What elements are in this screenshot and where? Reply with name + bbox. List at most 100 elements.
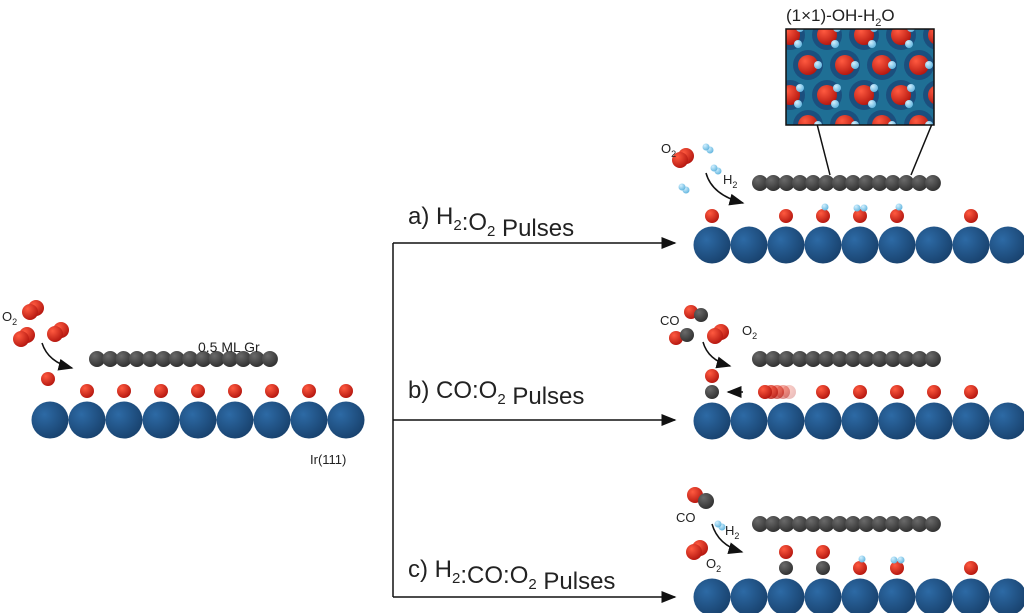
inset-frame [785,28,935,126]
iridium-atom [253,401,291,439]
iridium-atom [693,402,731,440]
o2-atom [686,544,702,560]
graphene-carbon-atom [831,351,848,367]
panel-c-h2-label: H2 [725,523,739,541]
co-oxygen [779,545,793,559]
co-oxygen [669,331,683,345]
hydroxyl-oxygen [853,561,867,575]
inset-oxygen [743,85,763,105]
graphene-carbon-atom [208,351,225,367]
inset-oxygen [946,0,966,15]
inset-hydrogen [794,100,802,108]
panel-a-h2-label: H2 [723,172,737,190]
inset-ring [738,20,768,50]
graphene-carbon-atom [898,351,915,367]
graphene-carbon-atom [752,351,768,367]
o2-atom [13,331,29,347]
iridium-atom [915,578,953,613]
adsorbed-oxygen [816,385,830,399]
inset-hydrogen [907,84,915,92]
diffusing-oxygen [758,385,772,399]
inset-oxygen [928,85,934,105]
inset-oh-h2o-structure [738,0,971,140]
inset-oxygen [854,29,874,45]
inset-hydrogen [814,61,822,69]
panel-b-co-label: CO [660,313,680,328]
iridium-atom [693,578,731,613]
hydroxyl-hydrogen [821,203,829,211]
iridium-atom [31,401,69,439]
graphene-carbon-atom [858,516,875,532]
graphene-carbon-atom [871,175,888,191]
iridium-atom [730,226,768,264]
inset-hydrogen [759,84,767,92]
iridium-atom [68,401,106,439]
inset-oxygen [786,85,800,105]
inset-hydrogen [833,84,841,92]
inset-hydrogen [888,61,896,69]
adsorbed-oxygen [890,385,904,399]
inset-hydrogen [925,1,933,9]
iridium-atom [730,402,768,440]
graphene-carbon-atom [89,351,105,367]
inset-ring [904,0,934,20]
graphene-carbon-atom [778,516,795,532]
graphene-carbon-atom [791,175,808,191]
inset-ring [941,110,971,140]
iridium-atom [142,401,180,439]
h2-atom [702,143,710,151]
inset-hydrogen [942,100,950,108]
graphene-carbon-atom [898,175,915,191]
graphene-carbon-atom [845,351,862,367]
inset-hydrogen [794,40,802,48]
adsorbed-oxygen [191,384,205,398]
branch-label-a: a) H2:O2 Pulses [408,203,574,242]
graphene-carbon-atom [871,516,888,532]
inset-oxygen [761,115,781,135]
iridium-atom [327,401,365,439]
iridium-atom [693,226,731,264]
inset-oxygen [891,29,911,45]
adsorbed-oxygen [705,209,719,223]
inset-hydrogen [851,61,859,69]
iridium-atom [105,401,143,439]
graphene-carbon-atom [778,175,795,191]
inset-hydrogen [962,61,970,69]
iridium-atom [179,401,217,439]
iridium-atom [804,226,842,264]
inset-ring [941,0,971,20]
inset-hydrogen [944,84,952,92]
graphene-carbon-atom [222,351,238,367]
graphene-carbon-atom [818,516,835,532]
adsorbed-oxygen [302,384,316,398]
graphene-carbon-atom [791,351,808,367]
iridium-atom [216,401,254,439]
graphene-carbon-atom [805,516,822,532]
adsorbed-oxygen [117,384,131,398]
substrate-label: Ir(111) [310,452,346,467]
graphene-carbon-atom [765,516,782,532]
inset-oxygen [891,85,911,105]
inset-oxygen [909,115,929,125]
adsorbed-oxygen [80,384,94,398]
graphene-carbon-atom [752,175,768,191]
graphene-carbon-atom [818,351,835,367]
panel-b-co-o2 [669,305,1024,440]
iridium-atom [952,578,990,613]
panel-c-o2-label: O2 [706,556,721,574]
iridium-atom [730,578,768,613]
inset-oxygen [761,0,781,15]
graphene-carbon-atom [195,351,212,367]
graphene-carbon-atom [845,175,862,191]
inset-hydrogen [833,29,841,32]
inset-ring [941,50,971,80]
inset-ring [756,110,786,140]
graphene-carbon-atom [155,351,172,367]
inset-hydrogen [962,1,970,9]
graphene-carbon-atom [115,351,132,367]
inset-hydrogen [870,84,878,92]
inset-oxygen [928,29,934,45]
adsorption-arrow [41,342,74,371]
graphene-carbon-atom [845,516,862,532]
branch-label-c: c) H2:CO:O2 Pulses [408,556,615,595]
